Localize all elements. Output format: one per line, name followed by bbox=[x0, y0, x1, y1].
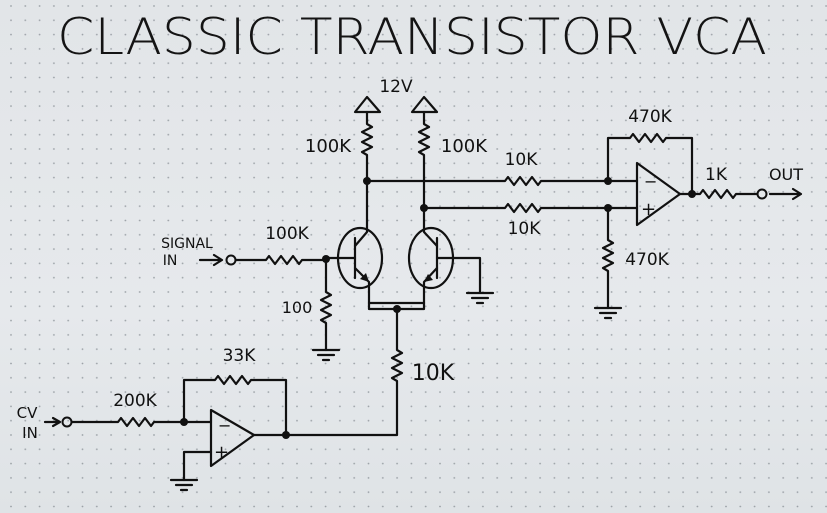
resistor-signal-shunt bbox=[319, 257, 333, 352]
resistor-signal-in bbox=[234, 254, 328, 266]
label-ground-out: 470K bbox=[625, 250, 669, 270]
signal-input-label-line2: IN bbox=[163, 253, 178, 269]
resistor-tail bbox=[284, 307, 404, 437]
resistor-ground-out bbox=[601, 206, 615, 310]
cv-input-label-line1: CV bbox=[17, 404, 38, 422]
opamp-output bbox=[635, 161, 682, 227]
resistor-output bbox=[678, 188, 759, 200]
label-signal-in: 100K bbox=[265, 224, 309, 244]
opamp-output-minus: − bbox=[644, 172, 657, 191]
resistor-diff-bottom bbox=[422, 202, 639, 214]
opamp-cv bbox=[209, 408, 256, 468]
resistor-diff-top bbox=[365, 175, 639, 187]
label-output-resistor: 1K bbox=[705, 165, 728, 185]
label-diff-top: 10K bbox=[505, 150, 539, 170]
label-signal-shunt: 100 bbox=[282, 298, 313, 317]
diagram-title: CLASSIC TRANSISTOR VCA bbox=[57, 8, 767, 66]
label-diff-bottom: 10K bbox=[508, 219, 542, 239]
resistor-cv-in bbox=[70, 416, 213, 428]
ground-symbol bbox=[311, 348, 341, 362]
transistor-q2 bbox=[407, 206, 482, 305]
signal-arrow-icon bbox=[198, 253, 224, 267]
resistor-collector-left bbox=[360, 110, 374, 183]
supply-label: 12V bbox=[379, 77, 413, 97]
resistor-cv-feedback bbox=[182, 374, 288, 437]
label-cv-feedback: 33K bbox=[223, 346, 257, 366]
ground-symbol bbox=[465, 291, 495, 305]
cv-arrow-icon bbox=[43, 416, 62, 428]
opamp-cv-plus-wire bbox=[182, 450, 213, 482]
output-terminal[interactable] bbox=[756, 188, 768, 200]
label-feedback-out: 470K bbox=[628, 107, 672, 127]
label-collector-left: 100K bbox=[305, 136, 352, 157]
output-label: OUT bbox=[769, 165, 803, 184]
ground-symbol bbox=[169, 478, 199, 492]
label-collector-right: 100K bbox=[441, 136, 488, 157]
opamp-cv-plus: + bbox=[214, 442, 229, 463]
ground-symbol bbox=[593, 306, 623, 320]
signal-input-label-line1: SIGNAL bbox=[161, 236, 213, 252]
resistor-collector-right bbox=[417, 110, 431, 210]
opamp-cv-minus: − bbox=[218, 416, 231, 435]
cv-input-label-line2: IN bbox=[22, 424, 38, 442]
resistor-feedback-out bbox=[606, 132, 694, 196]
label-tail: 10K bbox=[412, 361, 455, 386]
label-cv-in: 200K bbox=[113, 391, 157, 411]
transistor-q1 bbox=[324, 179, 384, 305]
output-arrow-icon bbox=[768, 187, 803, 201]
opamp-output-plus: + bbox=[641, 199, 656, 220]
